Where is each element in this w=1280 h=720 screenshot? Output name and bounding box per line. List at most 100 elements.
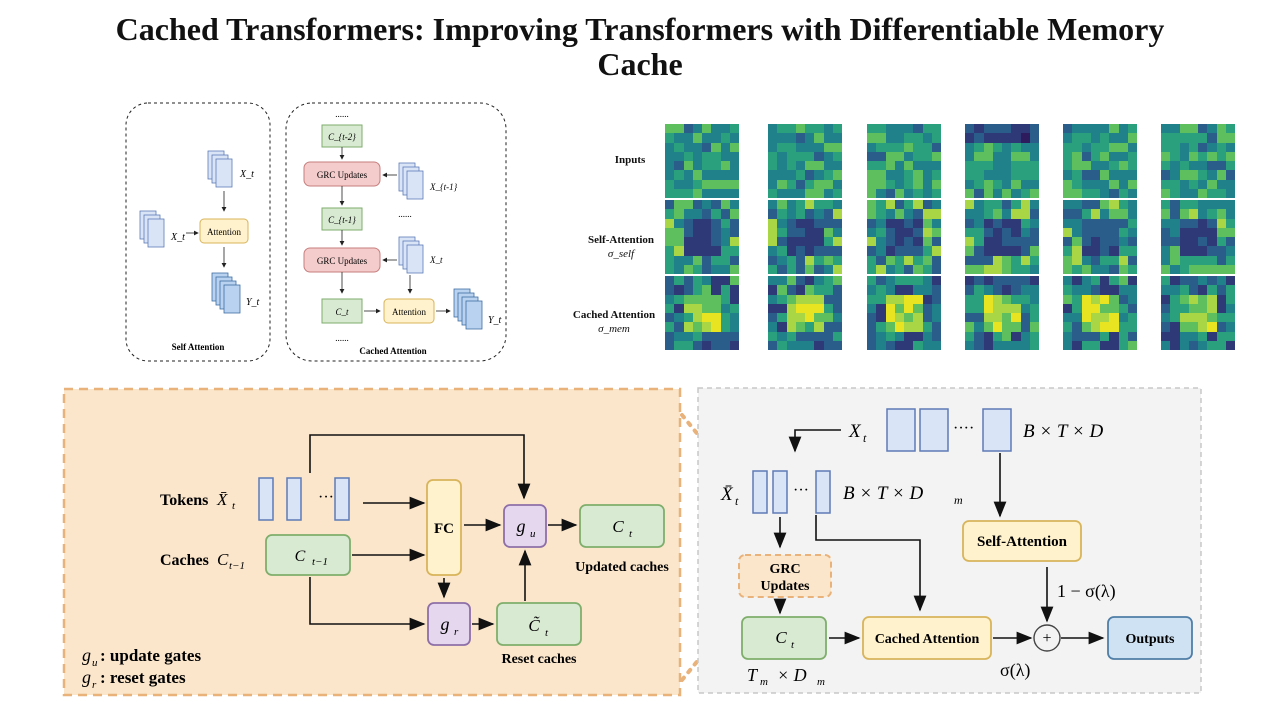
input-stack-icon (207, 150, 233, 188)
self-attention-map (965, 200, 1039, 274)
caches-sub: t−1 (229, 560, 245, 572)
tm-sub: m (760, 676, 768, 688)
output-stack-icon (211, 272, 241, 314)
ellipsis-mid: ...... (398, 209, 412, 219)
self-attention-panel (125, 102, 271, 362)
legend-gr-symbol: g (82, 667, 91, 687)
self-attn-attention-label: Attention (207, 227, 241, 237)
cache-label: C (775, 628, 787, 647)
token-box (334, 477, 350, 521)
outputs-box (1107, 616, 1193, 660)
cache-prev-box (265, 534, 351, 576)
xbar-label: X̄ (720, 484, 734, 505)
self-attn-yt-label: Y_t (246, 297, 260, 308)
grc-detail-diagram: Tokens X̄ t ····· Caches C t−1 C t−1 FC … (62, 387, 682, 697)
self-attention-map (1063, 200, 1137, 274)
cache-tminus2-label: C_{t-2} (328, 132, 356, 142)
self-attn-xt-left-label: X_t (170, 232, 185, 243)
sum-plus-symbol: + (1042, 630, 1051, 647)
caches-symbol: C (217, 550, 229, 569)
top-left-diagram: X_t X_t Attention Y_t Self Attention ...… (125, 102, 507, 362)
update-gate-box (503, 504, 547, 548)
cache-prev-label: C (295, 548, 306, 565)
legend-gu-symbol: g (82, 645, 91, 665)
input-stack-icon (398, 162, 424, 200)
input-image (965, 124, 1039, 198)
legend-gr-sub: r (92, 679, 97, 691)
grc-updates-box (738, 554, 832, 598)
cached-attention-map (665, 276, 739, 350)
self-attention-caption: Self Attention (172, 342, 225, 352)
cached-attention-map (965, 276, 1039, 350)
row-label-inputs: Inputs (614, 154, 646, 166)
page-title: Cached Transformers: Improving Transform… (0, 12, 1280, 82)
token-box (815, 470, 831, 514)
row-label-cached-attention: Cached Attention σ_mem (549, 308, 679, 336)
cache-box (741, 616, 827, 660)
input-image (867, 124, 941, 198)
reset-caches-caption: Reset caches (501, 652, 577, 667)
reset-cache-box (496, 602, 582, 646)
self-attention-map (665, 200, 739, 274)
input-image (665, 124, 739, 198)
self-attention-map (768, 200, 842, 274)
token-box (982, 408, 1012, 452)
one-minus-sigma-label: 1 − σ(λ) (1057, 581, 1116, 602)
self-attn-attention-box (199, 218, 249, 244)
cached-attention-map (768, 276, 842, 350)
input-image (768, 124, 842, 198)
row-sublabel-self: σ_self (607, 248, 635, 260)
self-attention-map (1161, 200, 1235, 274)
title-line-1: Cached Transformers: Improving Transform… (115, 11, 1165, 47)
caches-label: Caches (160, 552, 209, 569)
cache-t-box (321, 298, 363, 324)
token-box (286, 477, 302, 521)
cache-sub: t (791, 639, 795, 651)
updated-cache-sub: t (629, 528, 633, 540)
input-t-label: X_t (429, 255, 443, 265)
self-attention-label: Self-Attention (977, 534, 1068, 550)
input-stack-icon (139, 210, 165, 248)
cached-attention-map (1063, 276, 1137, 350)
token-ellipsis: ···· (953, 420, 974, 437)
cached-attention-map (1161, 276, 1235, 350)
grc-updates-label-1: GRC Updates (317, 170, 368, 180)
cached-attention-box (862, 616, 992, 660)
ellipsis-top: ...... (335, 109, 349, 119)
xbar-sub: t (735, 494, 739, 508)
update-gate-sub: u (530, 528, 536, 540)
cached-transformer-diagram: X t ···· B × T × D X̄ t ··· B × T × D m … (697, 387, 1202, 694)
cached-attention-label: Cached Attention (875, 632, 980, 647)
cache-tminus1-label: C_{t-1} (328, 215, 356, 225)
sigma-label: σ(λ) (1000, 660, 1030, 681)
reset-cache-label: C̃ (528, 616, 540, 635)
updated-cache-box (579, 504, 665, 548)
self-attention-box (962, 520, 1082, 562)
fc-label: FC (434, 521, 454, 537)
input-stack-icon (398, 236, 424, 274)
cached-attention-map (867, 276, 941, 350)
grc-updates-label-2: GRC Updates (317, 256, 368, 266)
dims-mid-sub: m (954, 493, 963, 507)
cached-attention-panel (285, 102, 507, 362)
ellipsis-bottom: ...... (335, 333, 349, 343)
cached-attn-yt-label: Y_t (488, 315, 502, 326)
cache-t-label: C_t (335, 307, 349, 317)
token-box (886, 408, 916, 452)
xt-sub: t (863, 431, 867, 445)
grc-updates-line2: Updates (760, 579, 810, 594)
dims-mid-label: B × T × D (843, 483, 923, 504)
reset-gate-symbol: g (441, 614, 450, 634)
update-gate-symbol: g (517, 516, 526, 536)
token-box (919, 408, 949, 452)
xt-label: X (848, 421, 862, 442)
tm-times: × D (777, 665, 807, 685)
token-box (752, 470, 768, 514)
legend-gu-sub: u (92, 657, 98, 669)
cache-prev-sub: t−1 (312, 556, 328, 568)
token-box (772, 470, 788, 514)
input-tminus1-label: X_{t-1} (429, 182, 458, 192)
reset-gate-sub: r (454, 626, 459, 638)
tokens-label: Tokens (160, 492, 208, 509)
reset-cache-sub: t (545, 627, 549, 639)
